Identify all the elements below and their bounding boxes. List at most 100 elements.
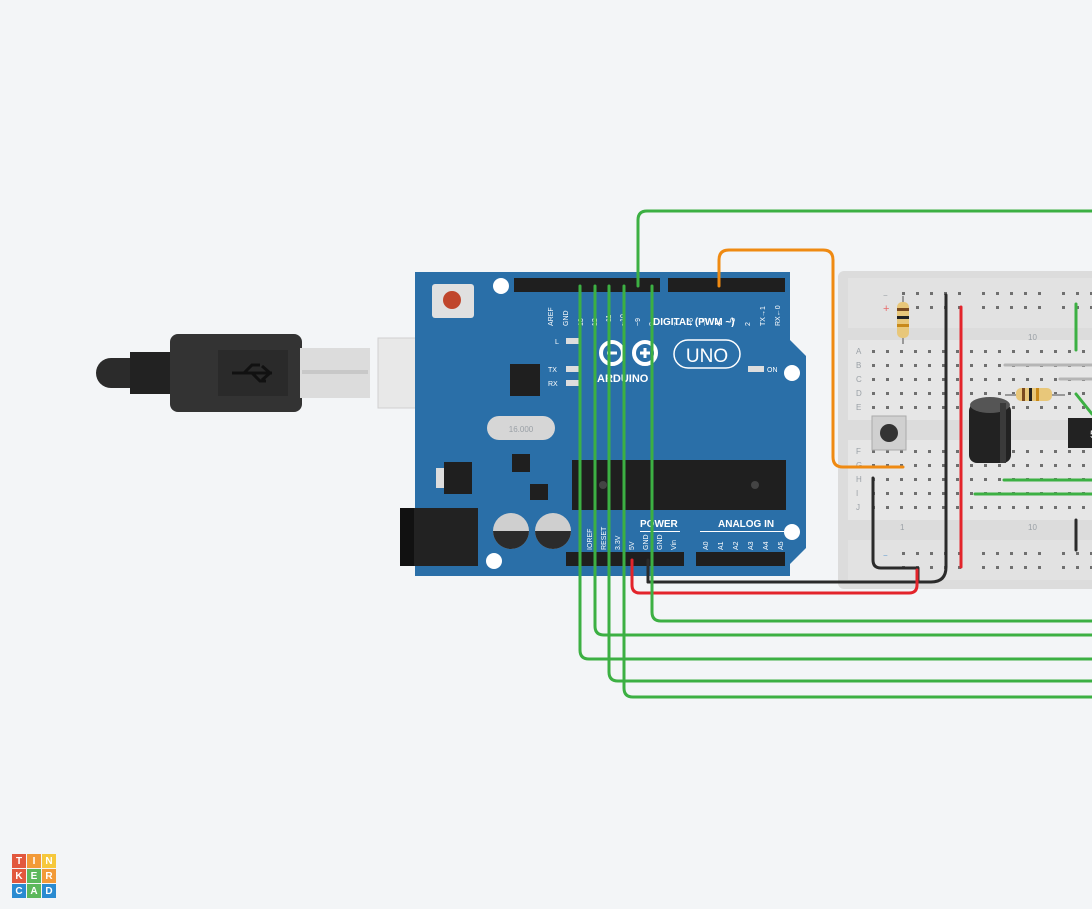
breadboard-hole[interactable] [1090, 566, 1092, 569]
breadboard-hole[interactable] [956, 464, 959, 467]
breadboard-hole[interactable] [1090, 292, 1092, 295]
breadboard-hole[interactable] [872, 364, 875, 367]
breadboard-hole[interactable] [914, 364, 917, 367]
breadboard-hole[interactable] [942, 378, 945, 381]
breadboard-hole[interactable] [942, 392, 945, 395]
breadboard-hole[interactable] [1012, 378, 1015, 381]
breadboard-hole[interactable] [1068, 506, 1071, 509]
breadboard-hole[interactable] [958, 292, 961, 295]
breadboard-hole[interactable] [930, 552, 933, 555]
breadboard-hole[interactable] [970, 464, 973, 467]
breadboard-hole[interactable] [1040, 506, 1043, 509]
breadboard-hole[interactable] [984, 478, 987, 481]
breadboard-hole[interactable] [1026, 350, 1029, 353]
breadboard-hole[interactable] [900, 364, 903, 367]
resistor-vertical[interactable] [897, 296, 909, 344]
breadboard-hole[interactable] [998, 350, 1001, 353]
breadboard-hole[interactable] [944, 292, 947, 295]
breadboard-hole[interactable] [1038, 552, 1041, 555]
breadboard-hole[interactable] [1026, 506, 1029, 509]
breadboard-hole[interactable] [1012, 464, 1015, 467]
breadboard-hole[interactable] [916, 552, 919, 555]
breadboard-hole[interactable] [1026, 464, 1029, 467]
breadboard-hole[interactable] [1076, 552, 1079, 555]
breadboard-hole[interactable] [1076, 566, 1079, 569]
breadboard-hole[interactable] [998, 378, 1001, 381]
breadboard-hole[interactable] [1082, 392, 1085, 395]
digital-header-right[interactable] [668, 278, 785, 292]
breadboard-hole[interactable] [872, 392, 875, 395]
breadboard-hole[interactable] [1040, 350, 1043, 353]
breadboard-hole[interactable] [998, 464, 1001, 467]
breadboard-hole[interactable] [900, 506, 903, 509]
breadboard-hole[interactable] [914, 464, 917, 467]
breadboard-hole[interactable] [970, 364, 973, 367]
breadboard-hole[interactable] [1062, 306, 1065, 309]
breadboard-hole[interactable] [1040, 450, 1043, 453]
breadboard-hole[interactable] [902, 552, 905, 555]
wires[interactable] [578, 209, 1092, 699]
breadboard-hole[interactable] [1026, 450, 1029, 453]
breadboard-hole[interactable] [914, 492, 917, 495]
breadboard-hole[interactable] [1090, 306, 1092, 309]
breadboard-hole[interactable] [1062, 292, 1065, 295]
breadboard-hole[interactable] [1054, 378, 1057, 381]
breadboard-hole[interactable] [1068, 450, 1071, 453]
breadboard-hole[interactable] [1054, 392, 1057, 395]
breadboard-hole[interactable] [914, 450, 917, 453]
breadboard-hole[interactable] [1082, 464, 1085, 467]
breadboard-hole[interactable] [1024, 552, 1027, 555]
breadboard-hole[interactable] [1010, 292, 1013, 295]
breadboard-hole[interactable] [984, 364, 987, 367]
breadboard-hole[interactable] [942, 492, 945, 495]
breadboard-hole[interactable] [900, 378, 903, 381]
breadboard-hole[interactable] [1040, 406, 1043, 409]
breadboard-hole[interactable] [1026, 378, 1029, 381]
breadboard-hole[interactable] [900, 478, 903, 481]
breadboard-hole[interactable] [1068, 464, 1071, 467]
breadboard-hole[interactable] [902, 292, 905, 295]
breadboard-hole[interactable] [942, 506, 945, 509]
breadboard-hole[interactable] [1082, 506, 1085, 509]
breadboard-hole[interactable] [1062, 566, 1065, 569]
breadboard-hole[interactable] [998, 364, 1001, 367]
breadboard-hole[interactable] [1090, 552, 1092, 555]
breadboard-hole[interactable] [886, 478, 889, 481]
breadboard-hole[interactable] [928, 350, 931, 353]
pushbutton[interactable] [871, 415, 907, 451]
breadboard-hole[interactable] [942, 478, 945, 481]
breadboard-hole[interactable] [1054, 464, 1057, 467]
breadboard-hole[interactable] [930, 306, 933, 309]
breadboard-hole[interactable] [886, 378, 889, 381]
breadboard-hole[interactable] [996, 292, 999, 295]
breadboard-hole[interactable] [928, 478, 931, 481]
breadboard-hole[interactable] [1010, 552, 1013, 555]
breadboard-hole[interactable] [914, 478, 917, 481]
breadboard-hole[interactable] [970, 506, 973, 509]
breadboard-hole[interactable] [1012, 392, 1015, 395]
breadboard-hole[interactable] [900, 406, 903, 409]
breadboard-hole[interactable] [1054, 406, 1057, 409]
breadboard-hole[interactable] [1054, 350, 1057, 353]
breadboard-hole[interactable] [958, 566, 961, 569]
analog-header[interactable] [696, 552, 785, 566]
breadboard-hole[interactable] [970, 378, 973, 381]
breadboard-hole[interactable] [1026, 406, 1029, 409]
breadboard-hole[interactable] [886, 450, 889, 453]
breadboard-hole[interactable] [900, 450, 903, 453]
breadboard-hole[interactable] [1082, 450, 1085, 453]
breadboard-hole[interactable] [872, 450, 875, 453]
breadboard-hole[interactable] [984, 350, 987, 353]
breadboard-hole[interactable] [914, 506, 917, 509]
breadboard-hole[interactable] [930, 566, 933, 569]
breadboard-hole[interactable] [1082, 350, 1085, 353]
breadboard-hole[interactable] [886, 350, 889, 353]
breadboard-hole[interactable] [1054, 506, 1057, 509]
breadboard-hole[interactable] [982, 552, 985, 555]
breadboard-hole[interactable] [1068, 392, 1071, 395]
breadboard-hole[interactable] [942, 450, 945, 453]
breadboard-hole[interactable] [914, 350, 917, 353]
breadboard-hole[interactable] [886, 406, 889, 409]
breadboard-hole[interactable] [982, 306, 985, 309]
